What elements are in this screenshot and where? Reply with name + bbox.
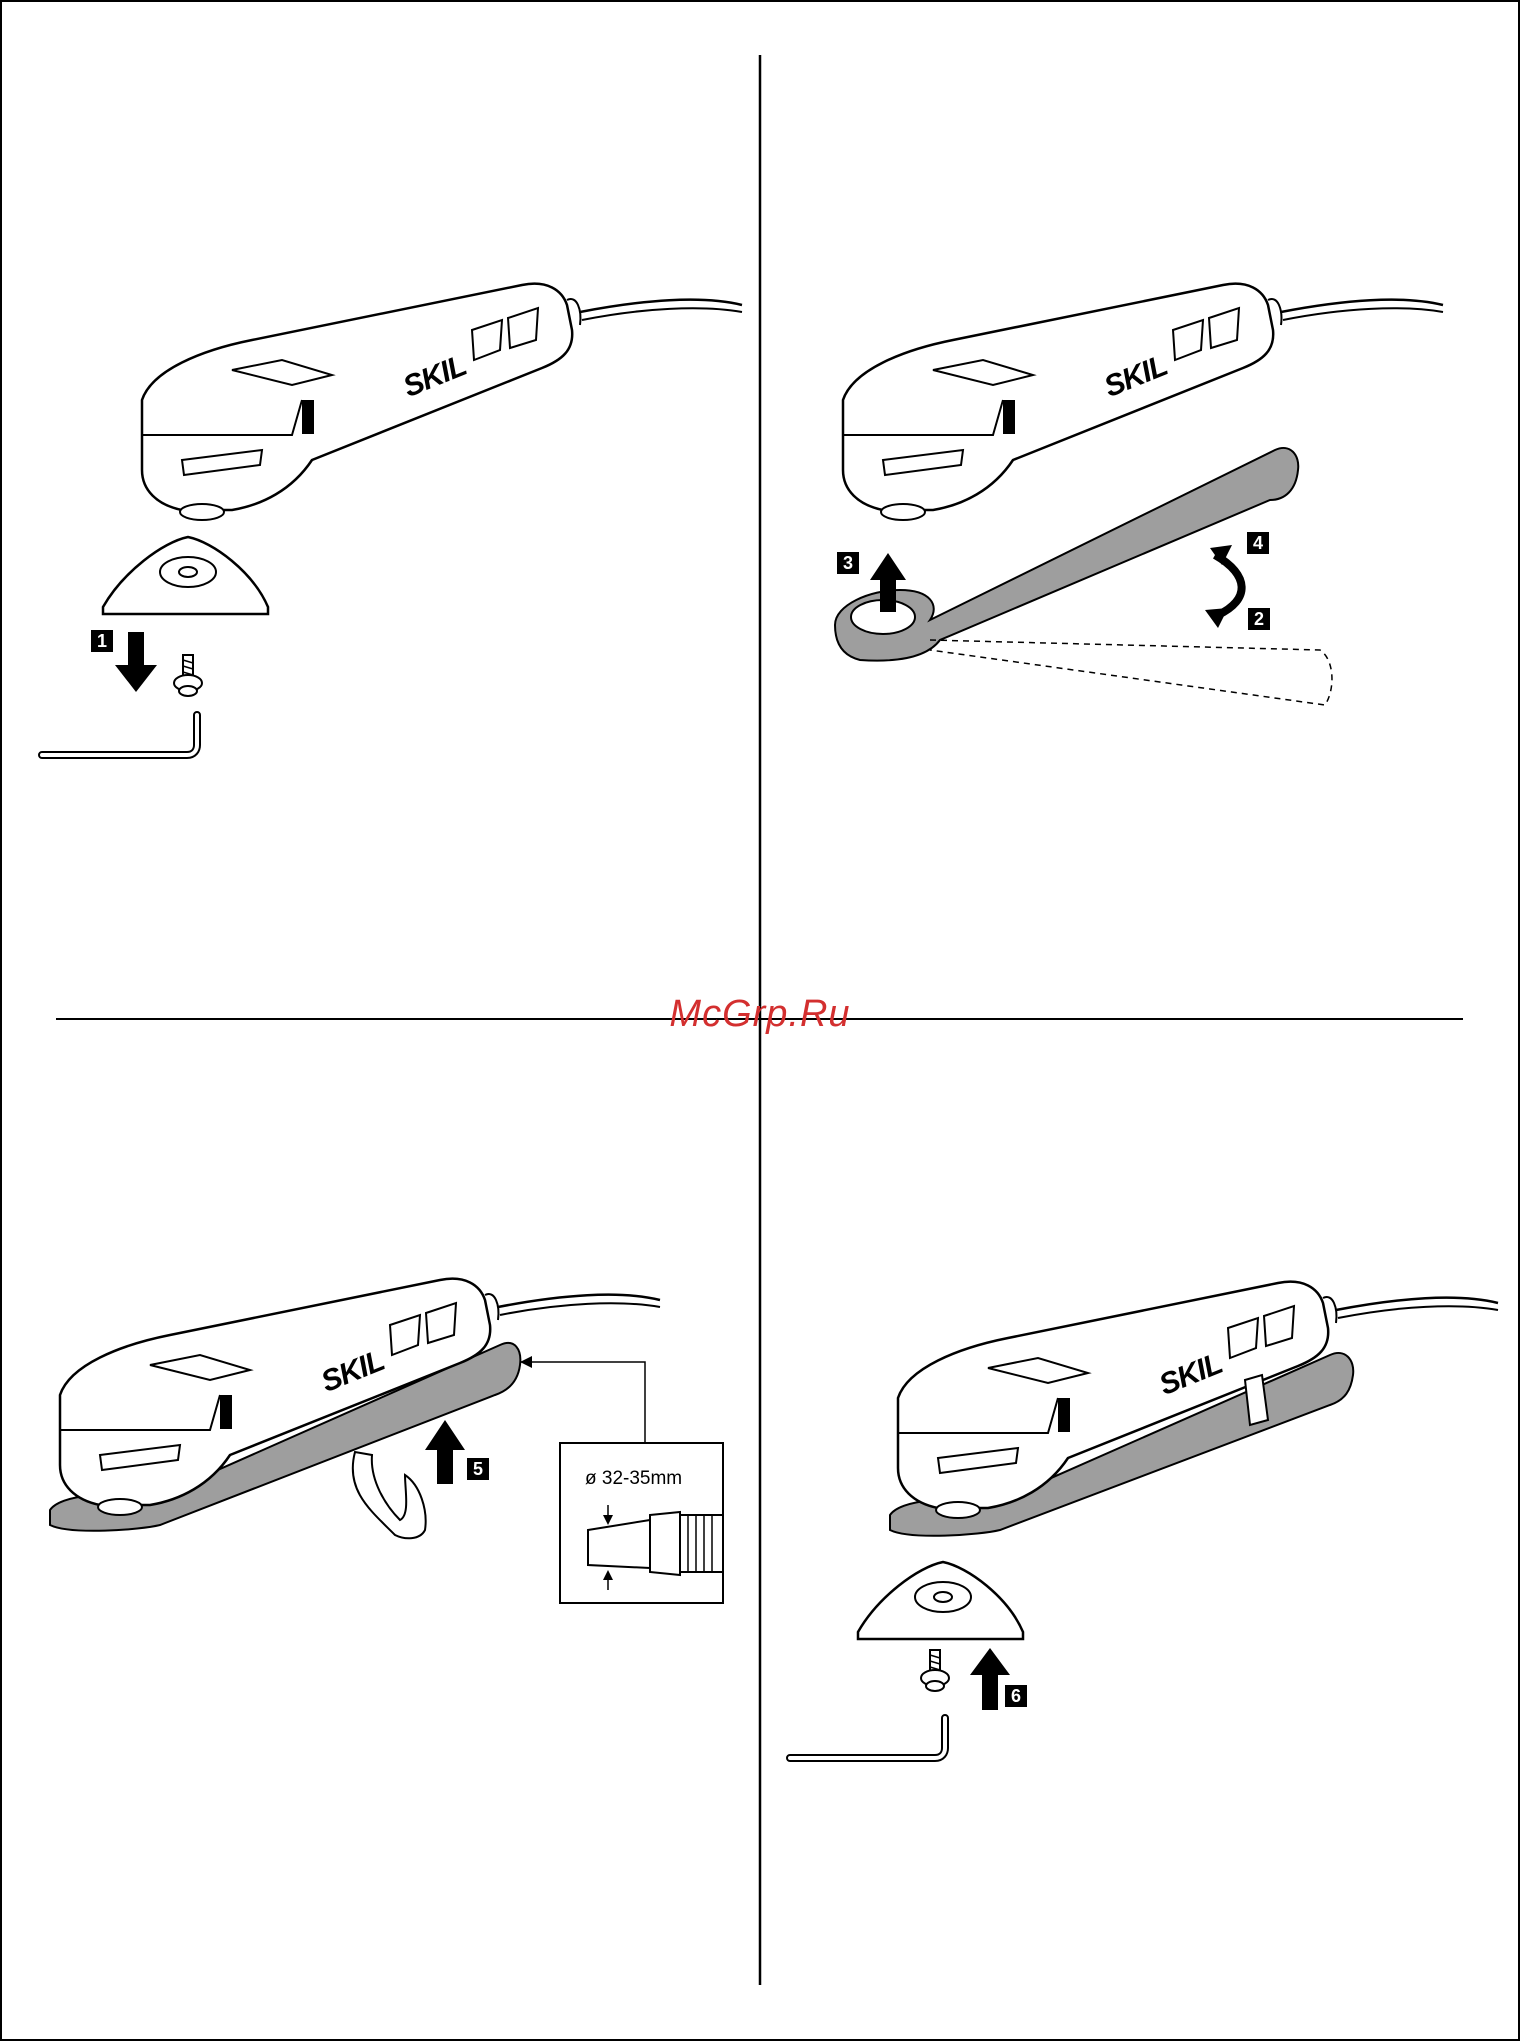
panel-3-illustration (50, 1279, 723, 1603)
panel-2-illustration (835, 284, 1443, 705)
step-badge-3: 3 (837, 552, 859, 574)
hose-diameter-label: ø 32-35mm (585, 1468, 682, 1490)
panel-1-illustration (42, 284, 742, 755)
panel-4-illustration (790, 1282, 1498, 1758)
step-badge-1: 1 (91, 630, 113, 652)
step-badge-4: 4 (1247, 532, 1269, 554)
step-badge-2: 2 (1248, 608, 1270, 630)
step-badge-6: 6 (1005, 1685, 1027, 1707)
watermark: McGrp.Ru (0, 993, 1520, 1036)
step-badge-5: 5 (467, 1458, 489, 1480)
